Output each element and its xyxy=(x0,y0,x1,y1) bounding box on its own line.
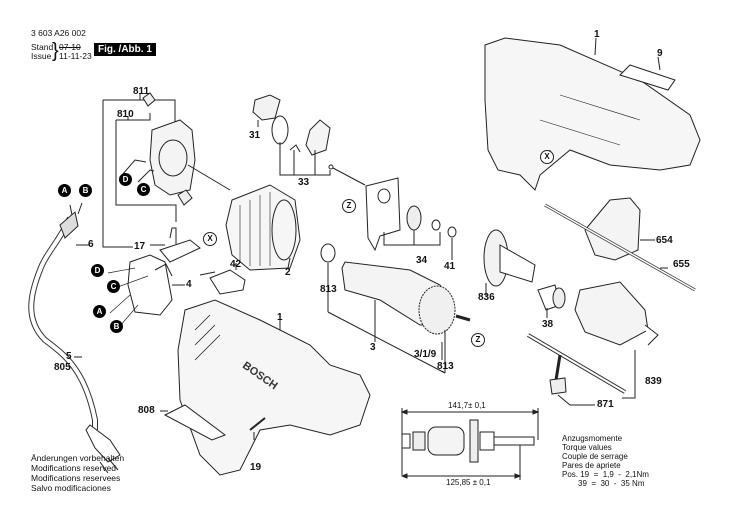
label-42: 42 xyxy=(230,259,242,270)
label-813-right: 813 xyxy=(437,361,454,372)
leader-810 xyxy=(115,120,177,222)
marker-x-switch: X xyxy=(203,232,217,246)
marker-c-brush: C xyxy=(137,183,150,196)
label-38: 38 xyxy=(542,319,554,330)
brush-holder xyxy=(149,119,196,196)
marker-c-switch: C xyxy=(107,280,120,293)
drill-chuck xyxy=(574,281,649,346)
note-line-de: Änderungen vorbehalten xyxy=(31,453,125,463)
torque-values: Anzugsmomente Torque values Couple de se… xyxy=(562,434,649,488)
part-31 xyxy=(252,94,281,121)
armature-profile xyxy=(427,426,465,456)
label-31: 31 xyxy=(249,130,261,141)
dimension-inner: 125,85 ± 0,1 xyxy=(446,478,491,487)
carbon-brush xyxy=(142,92,156,107)
label-1-top: 1 xyxy=(594,29,600,40)
field-stator xyxy=(225,184,301,271)
dimension-overall: 141,7± 0,1 xyxy=(448,401,486,410)
label-805: 805 xyxy=(54,362,71,373)
label-4: 4 xyxy=(186,279,192,290)
marker-b-cable: B xyxy=(79,184,92,197)
marker-d-brush: D xyxy=(119,173,132,186)
stand-value: 07-10 xyxy=(59,42,81,52)
label-9: 9 xyxy=(657,48,663,59)
torque-pos-39: 39 = 30 - 35 Nm xyxy=(578,479,645,488)
label-810: 810 xyxy=(117,109,134,120)
part-number: 3 603 A26 002 xyxy=(31,28,86,38)
auxiliary-handle xyxy=(584,197,641,261)
issue-label: Issue xyxy=(31,51,52,61)
torque-pos-19: Pos. 19 = 1,9 - 2,1Nm xyxy=(562,470,649,479)
label-808: 808 xyxy=(138,405,155,416)
switch xyxy=(127,254,173,316)
modifications-note: Änderungen vorbehalten Modifications res… xyxy=(31,453,124,493)
carbon-brush xyxy=(177,189,193,206)
label-655: 655 xyxy=(673,259,690,270)
label-871: 871 xyxy=(597,399,614,410)
torque-line-es: Pares de apriete xyxy=(562,461,621,470)
label-836: 836 xyxy=(478,292,495,303)
marker-a-cable: A xyxy=(58,184,71,197)
label-654: 654 xyxy=(656,235,673,246)
brace-icon: } xyxy=(52,40,59,62)
label-811: 811 xyxy=(133,86,150,97)
fan xyxy=(406,205,422,231)
label-34: 34 xyxy=(416,255,428,266)
baffle-plate xyxy=(365,177,401,252)
label-19: 19 xyxy=(250,462,262,473)
marker-z-plate: Z xyxy=(342,199,356,213)
label-839: 839 xyxy=(645,376,662,387)
label-17: 17 xyxy=(134,241,146,252)
plug xyxy=(85,424,121,463)
note-line-en: Modifications reserved xyxy=(31,463,117,473)
torque-line-en: Torque values xyxy=(562,443,612,452)
label-33: 33 xyxy=(298,177,310,188)
label-6: 6 xyxy=(88,239,94,250)
label-1-middle: 1 xyxy=(277,312,283,323)
marker-a-switch: A xyxy=(93,305,106,318)
marker-x-housing: X xyxy=(540,150,554,164)
figure-label: Fig. /Abb. 1 xyxy=(94,43,156,56)
marker-z-armature: Z xyxy=(471,333,485,347)
leader-811-17 xyxy=(102,100,133,248)
housing-half-right xyxy=(484,37,701,191)
torque-line-de: Anzugsmomente xyxy=(562,434,623,443)
label-813-left: 813 xyxy=(320,284,337,295)
label-41: 41 xyxy=(444,261,456,272)
label-2: 2 xyxy=(285,267,291,278)
marker-d-switch: D xyxy=(91,264,104,277)
issue-value: 11-11-23 xyxy=(59,51,92,61)
leader-811 xyxy=(103,99,176,125)
note-line-fr: Modifications reservees xyxy=(31,473,121,483)
label-3-1-9: 3/1/9 xyxy=(414,349,437,360)
bearing-813 xyxy=(320,243,336,263)
note-line-es: Salvo modificaciones xyxy=(31,483,111,493)
marker-b-switch: B xyxy=(110,320,123,333)
label-3: 3 xyxy=(370,342,376,353)
stand-label: Stand xyxy=(31,42,54,52)
power-cord xyxy=(28,216,98,430)
label-5: 5 xyxy=(66,351,72,362)
torque-line-fr: Couple de serrage xyxy=(562,452,628,461)
housing-half-left xyxy=(177,299,371,476)
